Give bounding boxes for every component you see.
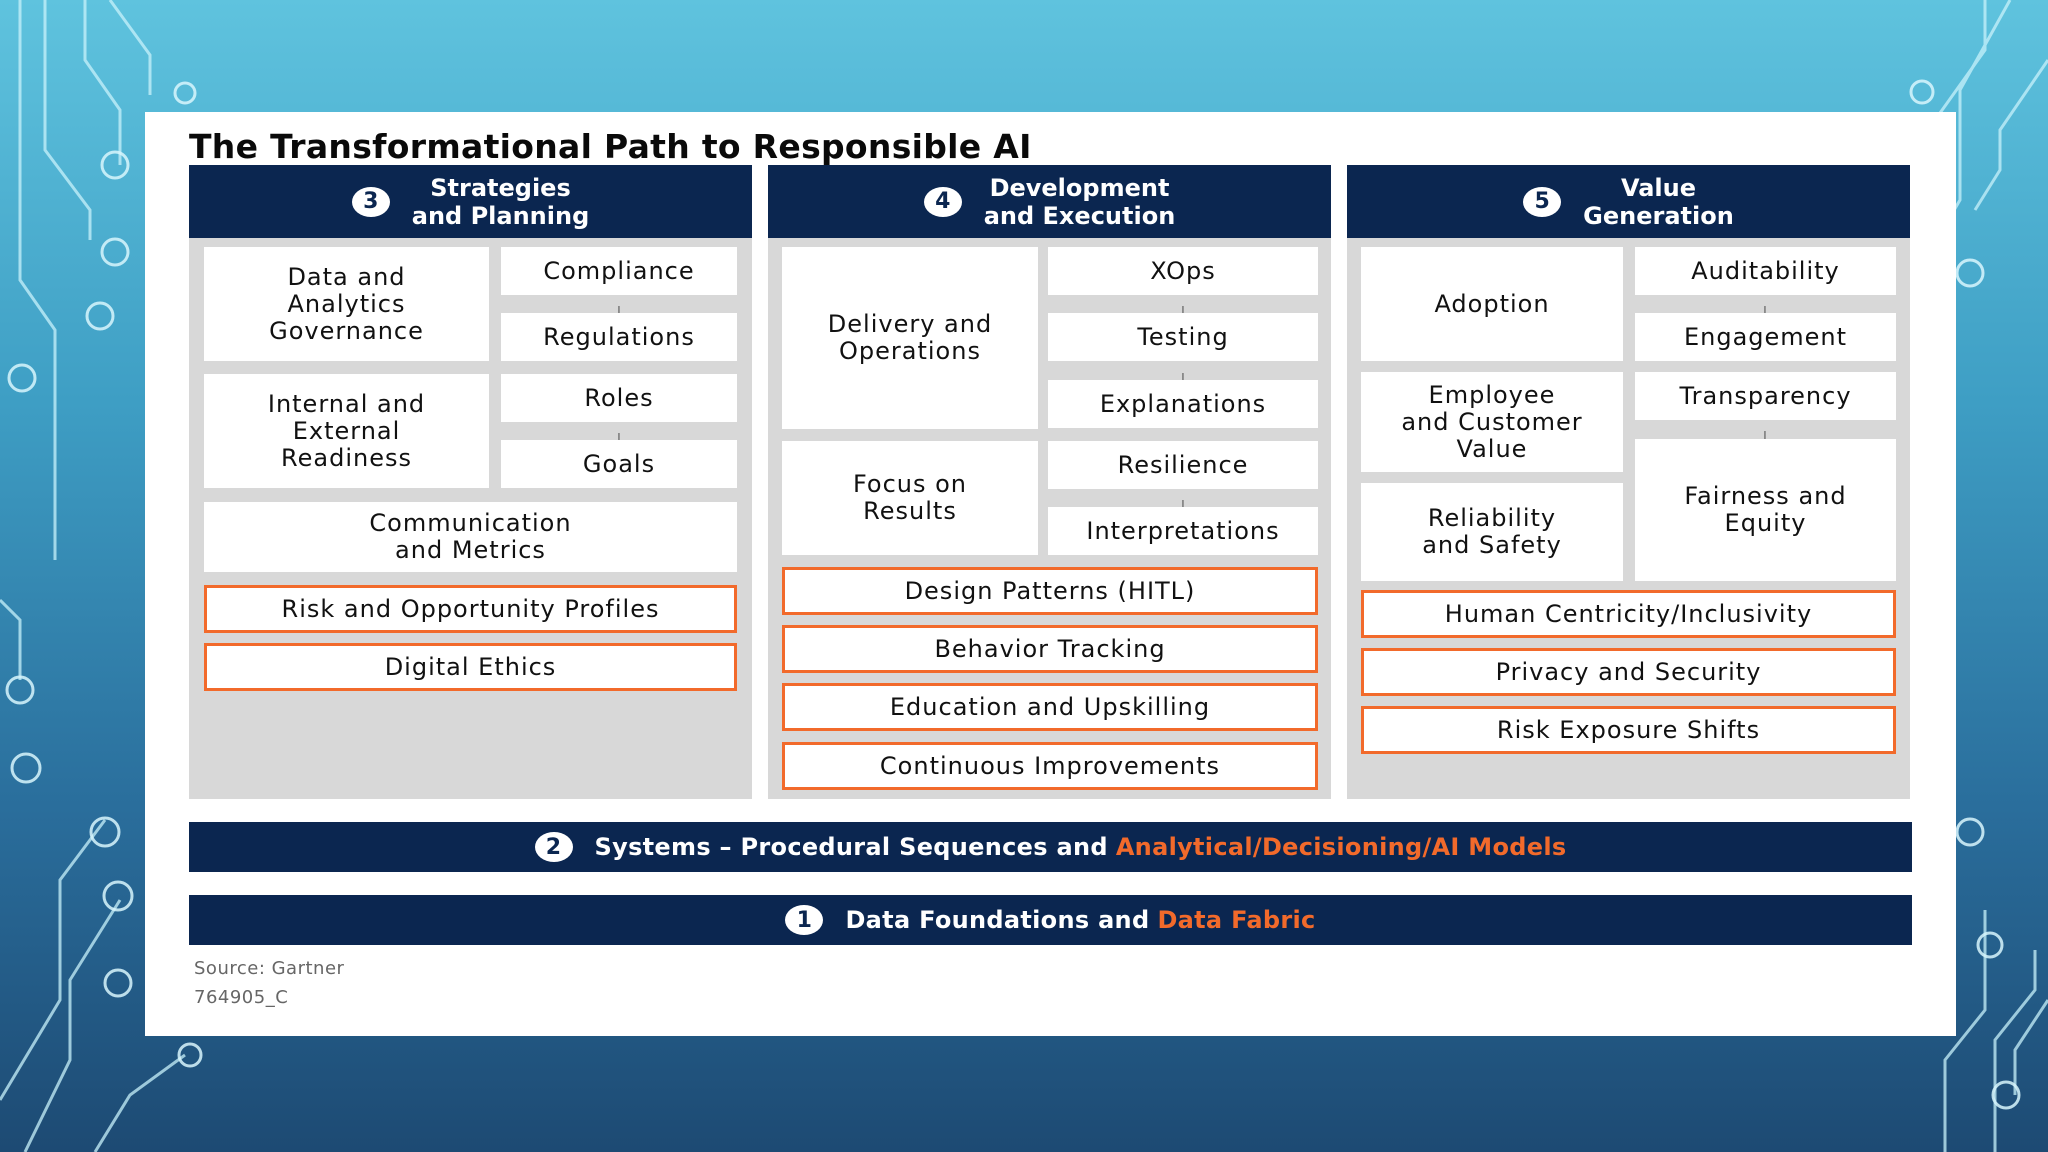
step-badge: 2 xyxy=(534,832,573,862)
box-roles: Roles xyxy=(501,374,737,422)
band-data-foundations: 1 Data Foundations and Data Fabric xyxy=(189,895,1912,945)
box-privacy-security: Privacy and Security xyxy=(1361,648,1896,696)
box-employee-customer-value: Employee and Customer Value xyxy=(1361,372,1623,472)
box-focus-results: Focus on Results xyxy=(782,441,1038,555)
step-badge: 5 xyxy=(1523,186,1562,217)
column-heading: Development and Execution xyxy=(983,173,1176,230)
box-explanations: Explanations xyxy=(1048,380,1318,428)
column-development: 4 Development and Execution Delivery and… xyxy=(768,165,1331,799)
box-compliance: Compliance xyxy=(501,247,737,295)
box-risk-exposure: Risk Exposure Shifts xyxy=(1361,706,1896,754)
band-accent: Data Fabric xyxy=(1157,906,1316,934)
column-strategies: 3 Strategies and Planning Data and Analy… xyxy=(189,165,752,799)
box-goals: Goals xyxy=(501,440,737,488)
column-header: 3 Strategies and Planning xyxy=(189,165,752,238)
diagram-card: The Transformational Path to Responsible… xyxy=(145,112,1956,1036)
box-data-governance: Data and Analytics Governance xyxy=(204,247,489,361)
document-id: 764905_C xyxy=(194,987,289,1008)
box-fairness-equity: Fairness and Equity xyxy=(1635,439,1896,581)
box-engagement: Engagement xyxy=(1635,313,1896,361)
box-xops: XOps xyxy=(1048,247,1318,295)
band-systems: 2 Systems – Procedural Sequences and Ana… xyxy=(189,822,1912,872)
column-value: 5 Value Generation Adoption Auditability… xyxy=(1347,165,1910,799)
column-heading: Strategies and Planning xyxy=(411,173,590,230)
box-regulations: Regulations xyxy=(501,313,737,361)
column-header: 4 Development and Execution xyxy=(768,165,1331,238)
box-adoption: Adoption xyxy=(1361,247,1623,361)
band-accent: Analytical/Decisioning/AI Models xyxy=(1115,833,1567,861)
box-digital-ethics: Digital Ethics xyxy=(204,643,737,691)
column-heading: Value Generation xyxy=(1583,173,1734,230)
box-design-patterns: Design Patterns (HITL) xyxy=(782,567,1318,615)
column-header: 5 Value Generation xyxy=(1347,165,1910,238)
box-readiness: Internal and External Readiness xyxy=(204,374,489,488)
box-education: Education and Upskilling xyxy=(782,683,1318,731)
box-transparency: Transparency xyxy=(1635,372,1896,420)
source-note: Source: Gartner xyxy=(194,958,345,979)
step-badge: 1 xyxy=(785,905,824,935)
box-risk-profiles: Risk and Opportunity Profiles xyxy=(204,585,737,633)
box-communication: Communication and Metrics xyxy=(204,502,737,572)
box-continuous-improvements: Continuous Improvements xyxy=(782,742,1318,790)
box-human-centricity: Human Centricity/Inclusivity xyxy=(1361,590,1896,638)
band-text: Systems – Procedural Sequences and xyxy=(594,833,1108,861)
band-text: Data Foundations and xyxy=(845,906,1150,934)
step-badge: 4 xyxy=(923,186,962,217)
box-behavior-tracking: Behavior Tracking xyxy=(782,625,1318,673)
box-interpretations: Interpretations xyxy=(1048,507,1318,555)
box-auditability: Auditability xyxy=(1635,247,1896,295)
step-badge: 3 xyxy=(351,186,390,217)
box-resilience: Resilience xyxy=(1048,441,1318,489)
page-title: The Transformational Path to Responsible… xyxy=(189,127,1032,166)
box-reliability-safety: Reliability and Safety xyxy=(1361,483,1623,581)
box-testing: Testing xyxy=(1048,313,1318,361)
box-delivery-operations: Delivery and Operations xyxy=(782,247,1038,429)
